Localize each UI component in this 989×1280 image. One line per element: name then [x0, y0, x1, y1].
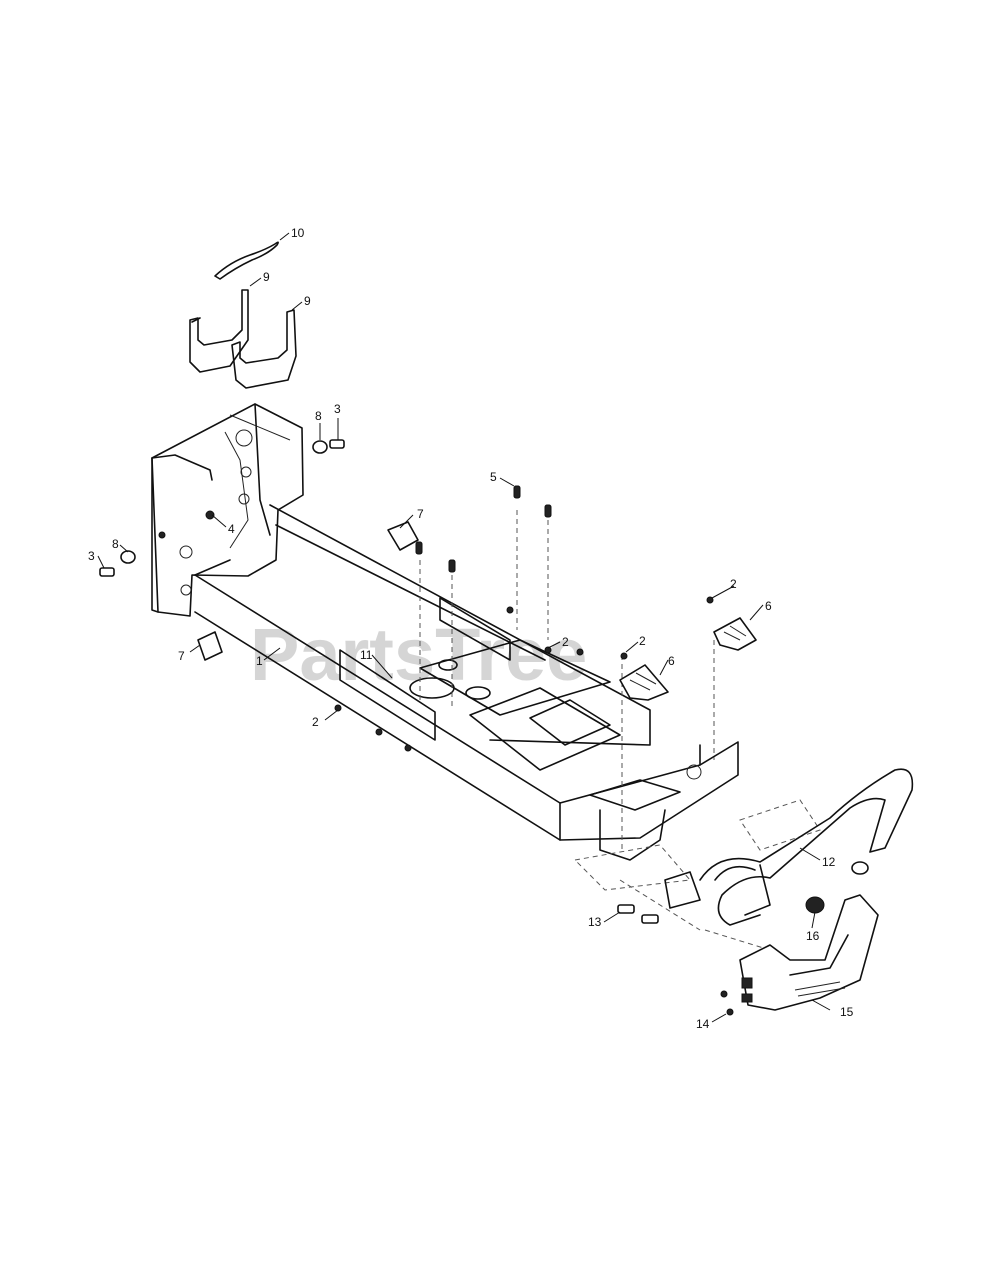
part-6-clip-lower: [619, 664, 669, 701]
callout-9-lower: 9: [304, 294, 311, 308]
callout-5: 5: [490, 470, 497, 484]
part-8-nut-upper: [312, 439, 345, 454]
part-7-block-upper: [387, 521, 419, 551]
callout-15: 15: [840, 1005, 854, 1019]
part-7-block-lower: [197, 631, 223, 661]
callout-11: 11: [360, 648, 373, 662]
callout-13: 13: [588, 915, 602, 929]
callout-2-left: 2: [312, 715, 319, 729]
callout-2-right: 2: [730, 577, 737, 591]
callout-9-upper: 9: [263, 270, 270, 284]
part-15-bumper-cover: [739, 894, 879, 1011]
part-8-nut-lower: [99, 550, 136, 577]
part-13-bracket-plate: [617, 871, 701, 924]
part-1-main-frame: [151, 403, 739, 861]
callout-2-mid: 2: [639, 634, 646, 648]
assembly-guide-lines: [419, 510, 821, 951]
part-12-bumper-tube: [699, 768, 914, 926]
callout-leaders: [97, 232, 831, 1023]
callout-8-upper: 8: [315, 409, 322, 423]
part-9-bracket-right: [231, 309, 297, 389]
hardware-bolts: [158, 485, 714, 752]
part-14-screws: [720, 990, 734, 1016]
callout-12: 12: [822, 855, 836, 869]
watermark-text: PartsTree: [250, 613, 587, 696]
callout-8-lower: 8: [112, 537, 119, 551]
callout-3-upper: 3: [334, 402, 341, 416]
callout-14: 14: [696, 1017, 710, 1031]
callout-1: 1: [256, 654, 263, 668]
callout-6-mid: 6: [668, 654, 675, 668]
part-10-spring-wire: [214, 241, 279, 280]
part-16-knob: [805, 896, 825, 914]
callout-7-lower: 7: [178, 649, 185, 663]
callout-16: 16: [806, 929, 820, 943]
callout-10: 10: [291, 226, 305, 240]
callout-7-upper: 7: [417, 507, 424, 521]
callout-6-right: 6: [765, 599, 772, 613]
part-6-clip-upper: [713, 617, 757, 651]
callout-labels: 10 9 9 8 3 5 7 4 8 3 7 1 11 2 2 2 6 2 6 …: [88, 226, 854, 1031]
callout-3-lower: 3: [88, 549, 95, 563]
callout-4: 4: [228, 522, 235, 536]
callout-2-center: 2: [562, 635, 569, 649]
part-9-bracket-left: [189, 289, 249, 373]
